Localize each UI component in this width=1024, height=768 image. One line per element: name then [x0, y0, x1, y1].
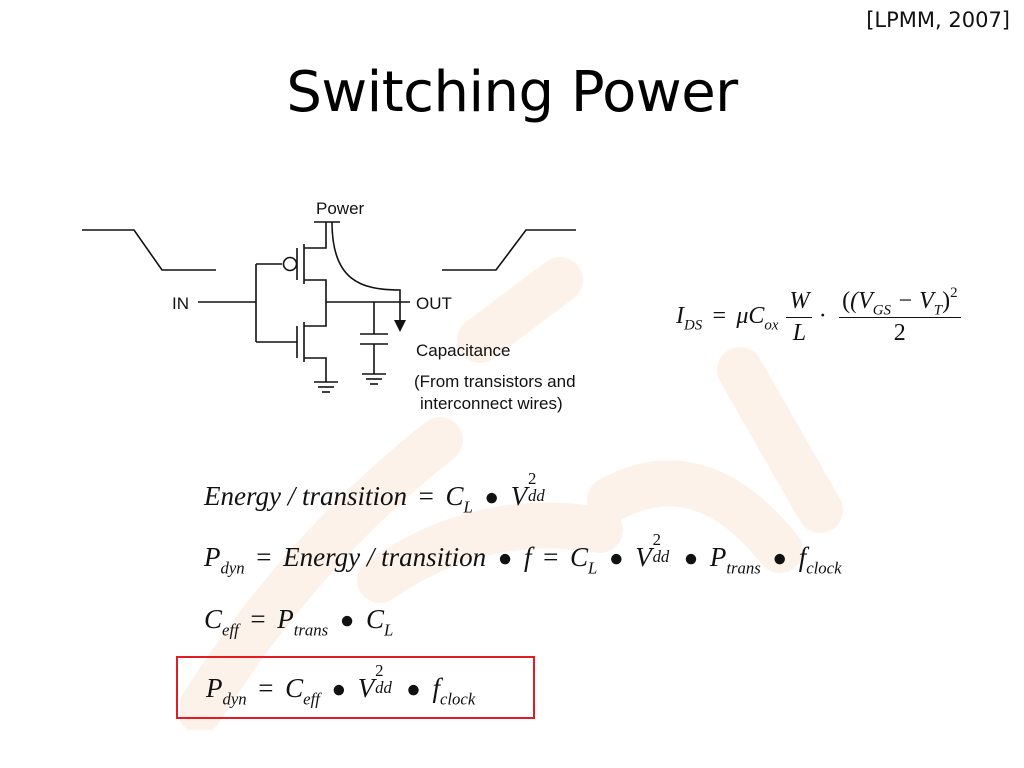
ids-lhs: I — [676, 303, 684, 330]
cmos-inverter-diagram: Power IN OUT Capacitance (From transisto… — [82, 199, 576, 413]
ids-cox-sub: ox — [764, 317, 779, 334]
output-waveform — [442, 229, 576, 271]
ids-overdrive-fraction: ((VGS − VT)2 2 — [839, 285, 961, 347]
watermark-logo — [180, 257, 843, 730]
ids-equation: IDS = μCox W L · ((VGS − VT)2 2 — [676, 285, 963, 347]
capacitance-note-line2: interconnect wires) — [420, 394, 563, 413]
ids-w-over-l: W L — [786, 288, 813, 347]
citation: [LPMM, 2007] — [866, 8, 1010, 32]
capacitance-note-line1: (From transistors and — [414, 372, 576, 391]
in-label: IN — [172, 294, 189, 313]
capacitance-label: Capacitance — [416, 341, 511, 360]
pmos-bubble — [282, 256, 298, 272]
ceff-equation: Ceff = Ptrans ● CL — [204, 604, 394, 640]
ids-mu-c: μC — [736, 303, 765, 330]
out-label: OUT — [416, 294, 452, 313]
ids-lhs-sub: DS — [684, 317, 703, 334]
highlight-box — [176, 656, 535, 719]
input-waveform — [82, 229, 216, 271]
power-label: Power — [316, 199, 365, 218]
slide-title: Switching Power — [286, 60, 738, 125]
